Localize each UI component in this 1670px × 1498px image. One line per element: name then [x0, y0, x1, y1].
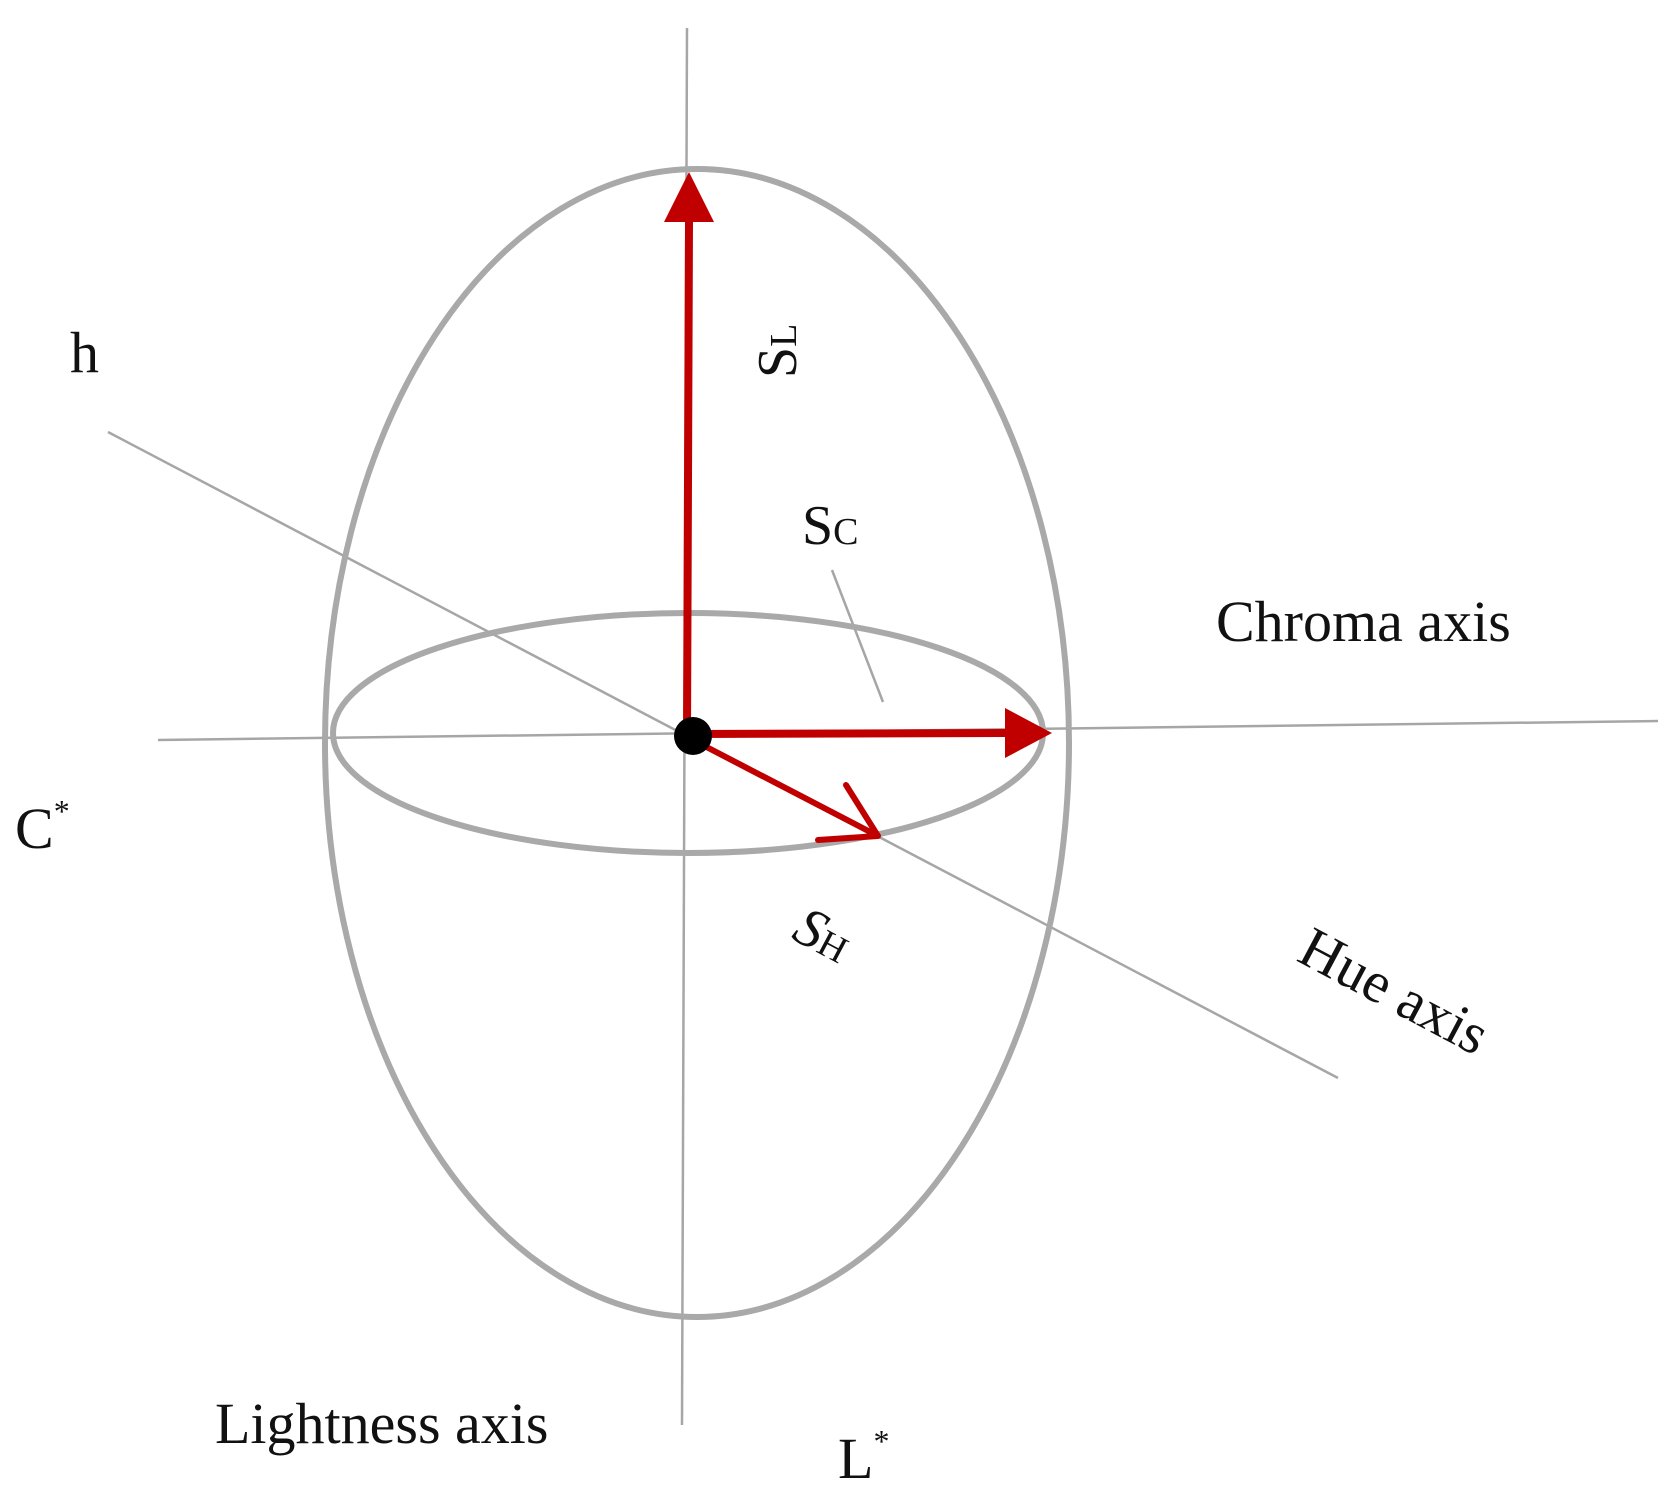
c-star-label: C* — [15, 793, 70, 861]
h-label: h — [70, 320, 99, 385]
center-point — [674, 717, 712, 755]
sc-arrow — [692, 708, 1052, 758]
ellipsoid-outline — [322, 166, 1072, 1320]
sh-label: SH — [784, 895, 862, 976]
chroma-axis-label: Chroma axis — [1216, 589, 1511, 654]
sh-arrow — [691, 737, 881, 843]
sc-label: SC — [802, 495, 859, 557]
lightness-axis-label: Lightness axis — [215, 1391, 548, 1456]
hue-axis-label: Hue axis — [1289, 914, 1500, 1067]
sl-arrow — [664, 172, 714, 736]
l-star-label: L* — [838, 1423, 889, 1491]
sl-label: SL — [747, 324, 809, 378]
sc-leader-line — [830, 569, 885, 703]
